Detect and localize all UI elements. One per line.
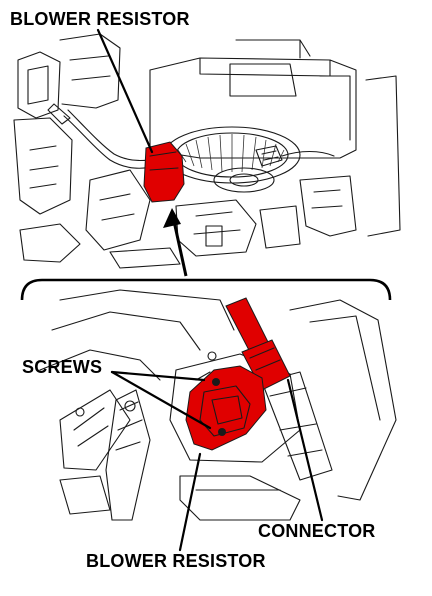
top-label-leader-line <box>96 28 154 154</box>
screws-label: SCREWS <box>22 357 103 377</box>
detail-bracket <box>20 278 392 301</box>
connector-label: CONNECTOR <box>258 521 376 541</box>
blower-resistor-label-top: BLOWER RESISTOR <box>10 9 190 29</box>
detail-leader-lines <box>110 370 324 552</box>
screw-2 <box>218 428 226 436</box>
screw-1 <box>212 378 220 386</box>
overview-line-drawing <box>13 33 401 269</box>
blower-resistor-highlight-top <box>143 141 185 203</box>
detail-pointer-arrow <box>163 208 188 277</box>
blower-resistor-highlight-detail <box>185 365 267 451</box>
blower-resistor-label-bottom: BLOWER RESISTOR <box>86 551 266 571</box>
detail-line-drawing <box>39 289 397 521</box>
